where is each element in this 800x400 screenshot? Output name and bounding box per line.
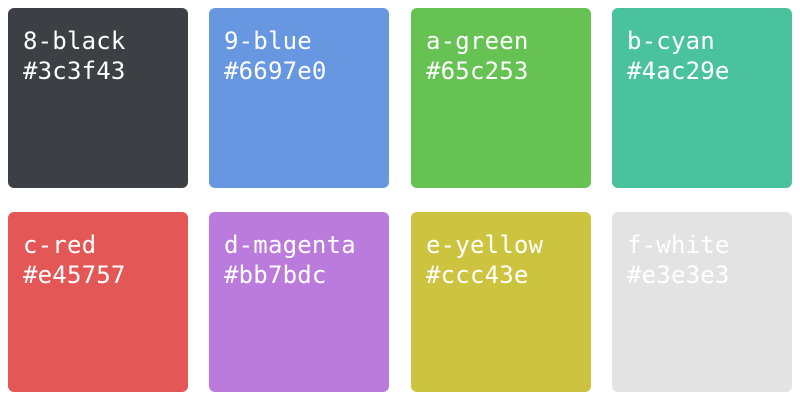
swatch-name: 8-black	[23, 27, 126, 55]
swatch-name: a-green	[426, 27, 529, 55]
swatch-hex: #ccc43e	[426, 261, 529, 289]
swatch-hex: #bb7bdc	[224, 261, 327, 289]
swatch-name: e-yellow	[426, 231, 544, 259]
swatch-hex: #4ac29e	[627, 57, 730, 85]
swatch-name: f-white	[627, 231, 730, 259]
color-swatch-black: 8-black #3c3f43	[8, 8, 188, 188]
swatch-name: b-cyan	[627, 27, 715, 55]
swatch-name: d-magenta	[224, 231, 356, 259]
swatch-hex: #65c253	[426, 57, 529, 85]
swatch-hex: #e3e3e3	[627, 261, 730, 289]
color-swatch-magenta: d-magenta #bb7bdc	[209, 212, 389, 392]
swatch-hex: #6697e0	[224, 57, 327, 85]
swatch-name: 9-blue	[224, 27, 312, 55]
color-swatch-yellow: e-yellow #ccc43e	[411, 212, 591, 392]
color-swatch-cyan: b-cyan #4ac29e	[612, 8, 792, 188]
swatch-name: c-red	[23, 231, 97, 259]
color-swatch-red: c-red #e45757	[8, 212, 188, 392]
color-swatch-green: a-green #65c253	[411, 8, 591, 188]
color-swatch-blue: 9-blue #6697e0	[209, 8, 389, 188]
color-swatch-white: f-white #e3e3e3	[612, 212, 792, 392]
swatch-hex: #e45757	[23, 261, 126, 289]
swatch-hex: #3c3f43	[23, 57, 126, 85]
